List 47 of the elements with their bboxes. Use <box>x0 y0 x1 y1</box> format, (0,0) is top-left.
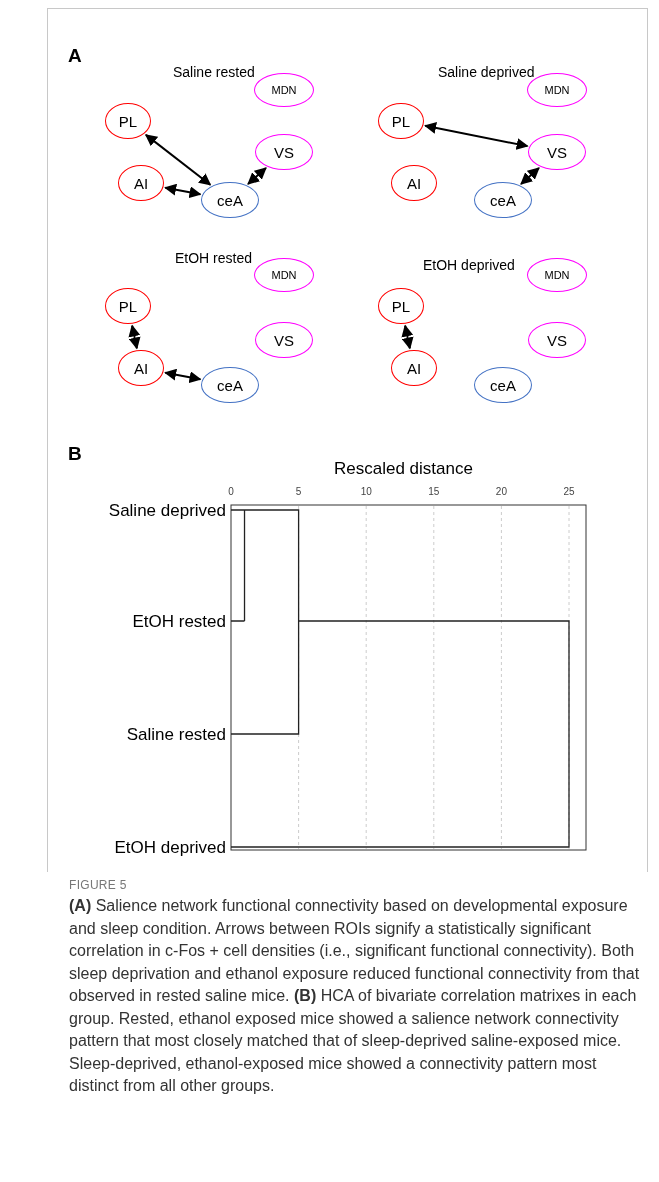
region-label: PL <box>391 298 411 314</box>
axis-title: Rescaled distance <box>334 458 473 480</box>
row-label: Saline rested <box>125 724 226 746</box>
tick-label: 20 <box>494 485 508 499</box>
panel-title: EtOH deprived <box>423 256 515 275</box>
tick-label: 10 <box>359 485 373 499</box>
region-label: AI <box>406 360 422 376</box>
double-arrow <box>401 324 414 350</box>
region-label: ceA <box>217 377 243 393</box>
tick-label: 0 <box>227 485 235 499</box>
tick-label: 25 <box>562 485 576 499</box>
double-arrow <box>520 167 540 185</box>
region-label: VS <box>274 332 294 348</box>
region-label: ceA <box>490 377 516 393</box>
double-arrow <box>164 368 202 384</box>
row-label: EtOH rested <box>131 611 226 633</box>
region-label: PL <box>391 113 411 129</box>
double-arrow <box>247 167 267 185</box>
region-label: VS <box>547 332 567 348</box>
double-arrow <box>164 183 202 199</box>
region-label: MDN <box>544 84 570 96</box>
region-label: MDN <box>271 269 297 281</box>
double-arrow <box>424 122 529 150</box>
region-label: MDN <box>271 84 297 96</box>
panel-title: Saline rested <box>173 63 255 82</box>
region-label: MDN <box>544 269 570 281</box>
region-label: PL <box>118 298 138 314</box>
region-label: VS <box>274 144 294 160</box>
panel-letter: A <box>68 44 82 68</box>
panel-title: Saline deprived <box>438 63 535 82</box>
region-label: AI <box>133 175 149 191</box>
panel-title: EtOH rested <box>175 249 253 268</box>
region-label: AI <box>406 175 422 191</box>
tick-label: 5 <box>294 485 303 499</box>
row-label: EtOH deprived <box>113 837 226 859</box>
region-label: PL <box>118 113 138 129</box>
tick-label: 15 <box>427 485 441 499</box>
region-label: ceA <box>490 192 516 208</box>
double-arrow <box>128 324 141 350</box>
double-arrow <box>144 133 212 186</box>
region-label: VS <box>547 144 567 160</box>
figure-label: FIGURE 5 <box>69 877 127 894</box>
panel-letter: B <box>68 442 82 466</box>
caption: (A) Salience network functional connectivity based on developmental exposure and sleep condition. Arrows between ROIs signify a statistically significant correlation in c-Fos + cell densities (i.e., significant functional connectivity). Both sleep deprivation and ethanol exposure reduced functional connectivity from that observed in rested saline mice. (B) HCA of bivariate correlation matrixes in each group. Rested, ethanol exposed mice showed a salience network connectivity pattern that most closely matched that of sleep-deprived saline-exposed mice. Sleep-deprived, ethanol-exposed mice showed a connectivity pattern most distinct from all other groups. <box>69 896 641 1096</box>
region-label: AI <box>133 360 149 376</box>
row-label: Saline deprived <box>107 500 226 522</box>
region-label: ceA <box>217 192 243 208</box>
